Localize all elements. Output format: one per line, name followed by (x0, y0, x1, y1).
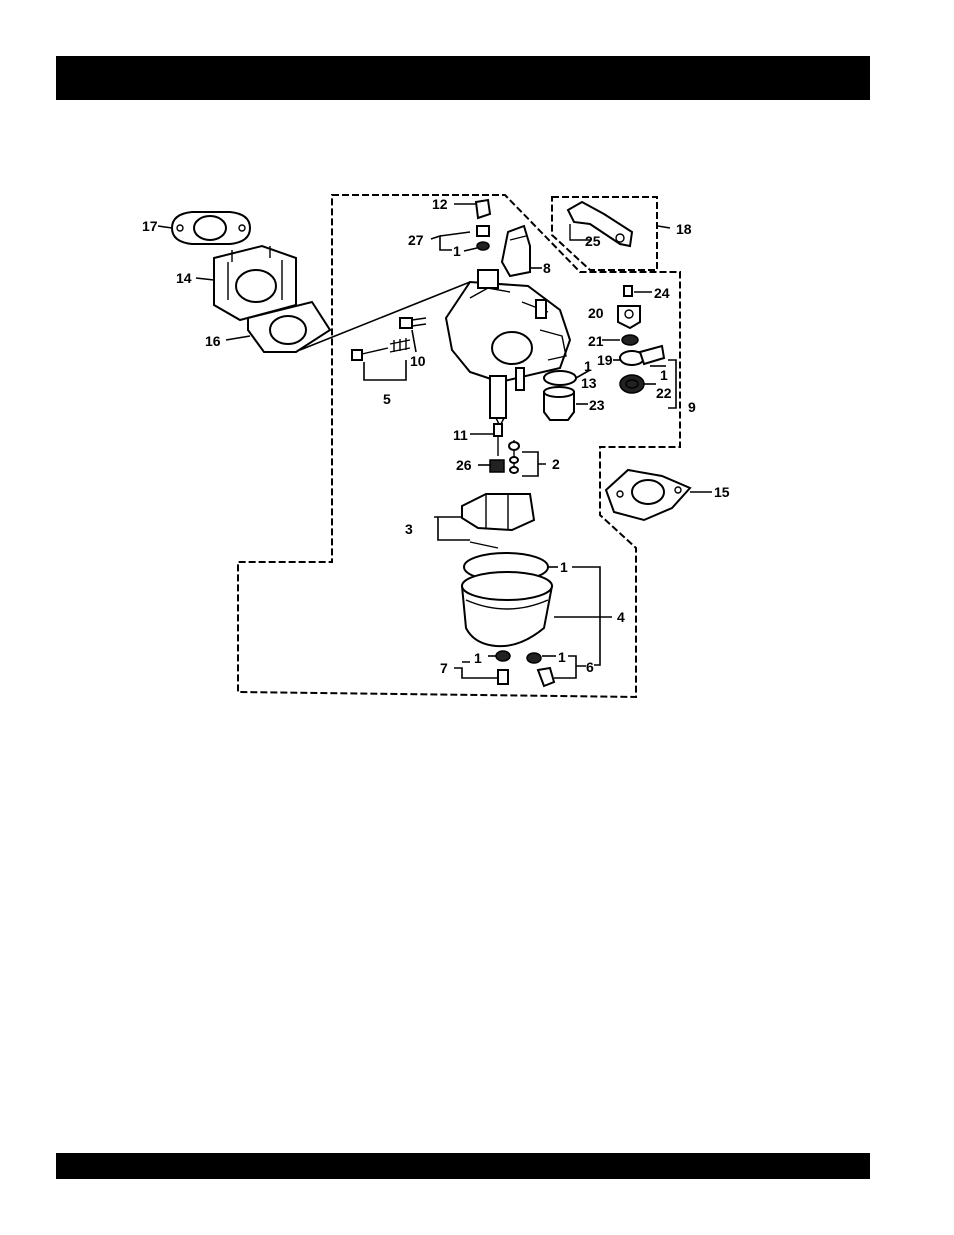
part-11-nozzle (494, 424, 502, 456)
callout-10: 10 (410, 353, 426, 369)
callout-23: 23 (589, 397, 605, 413)
part-6-drain-screw (527, 653, 554, 686)
part-12-valve (476, 200, 490, 218)
callout-22: 22 (656, 385, 672, 401)
part-26-jet (490, 460, 504, 472)
callout-8: 8 (543, 260, 551, 276)
part-7-drain-bolt (496, 651, 510, 684)
callout-3: 3 (405, 521, 413, 537)
part-3-float (462, 494, 534, 548)
part-2-needle (509, 440, 519, 474)
part-4-float-bowl (462, 572, 552, 646)
callout-1-bowl: 1 (560, 559, 568, 575)
part-10-screw (400, 318, 426, 328)
callout-2: 2 (552, 456, 560, 472)
part-22-spring (620, 375, 644, 393)
part-20-knob (618, 306, 640, 328)
callout-27: 27 (408, 232, 424, 248)
callout-26: 26 (456, 457, 472, 473)
callout-1-right: 1 (584, 358, 592, 374)
callout-21: 21 (588, 333, 604, 349)
callout-17: 17 (142, 218, 158, 234)
part-21-washer (622, 335, 638, 345)
callout-9: 9 (688, 399, 696, 415)
callout-5: 5 (383, 391, 391, 407)
callout-25: 25 (585, 233, 601, 249)
callout-4: 4 (617, 609, 625, 625)
part-24-screw (624, 286, 632, 296)
callout-6: 6 (586, 659, 594, 675)
callout-1-drain-right: 1 (558, 649, 566, 665)
callout-19: 19 (597, 352, 613, 368)
callout-7: 7 (440, 660, 448, 676)
callout-1-drain-left: 1 (474, 650, 482, 666)
callout-1-lever: 1 (660, 367, 668, 383)
part-23-cap (544, 387, 574, 420)
callout-16: 16 (205, 333, 221, 349)
part-15-gasket (606, 470, 690, 520)
callout-15: 15 (714, 484, 730, 500)
part-8-bracket (502, 226, 530, 276)
callout-20: 20 (588, 305, 604, 321)
part-5-screw-spring (352, 338, 410, 360)
part-13-o-ring (544, 371, 576, 385)
callout-12: 12 (432, 196, 448, 212)
callout-24: 24 (654, 285, 670, 301)
callout-14: 14 (176, 270, 192, 286)
callout-1-top: 1 (453, 243, 461, 259)
part-17-gasket (172, 212, 250, 244)
callout-18: 18 (676, 221, 692, 237)
part-27-screw (477, 226, 489, 250)
callout-13: 13 (581, 375, 597, 391)
part-19-lever (620, 346, 664, 365)
callout-11: 11 (453, 427, 468, 443)
